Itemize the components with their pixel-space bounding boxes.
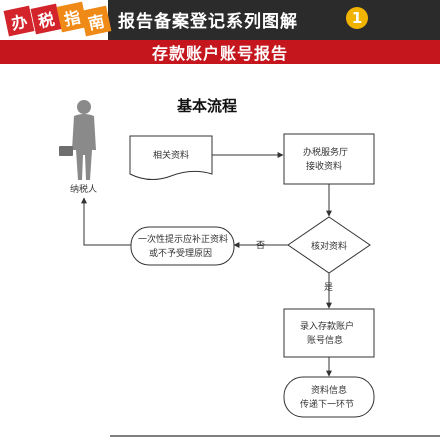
reject-notice-box: [130, 226, 235, 266]
taxpayer-person-icon: [59, 100, 96, 180]
no-label: 否: [256, 240, 265, 251]
series-number-badge: 1: [346, 7, 368, 29]
documents-label: 相关资料: [153, 149, 189, 161]
record-account-box: [283, 308, 375, 358]
flow-heading: 基本流程: [177, 97, 238, 115]
reject-notice-line-2: 或不予受理原因: [149, 247, 212, 259]
taxpayer-label: 纳税人: [70, 183, 97, 195]
transfer-info-line-2: 传递下一环节: [300, 398, 354, 410]
tax-hall-label-1: 办税服务厅: [303, 146, 348, 158]
reject-notice-line-1: 一次性提示应补正资料: [138, 233, 228, 245]
transfer-info-line-1: 资料信息: [311, 384, 347, 396]
record-account-line-2: 账号信息: [307, 334, 343, 346]
tax-hall-label-2: 接收资料: [306, 160, 342, 172]
guide-logo: 办 税 指 南: [0, 0, 112, 40]
subtitle-text: 存款账户账号报告: [151, 44, 288, 63]
arrow-reject-to-taxpayer: [81, 197, 131, 246]
transfer-info-box: [283, 376, 375, 418]
tax-hall-box: [283, 133, 375, 185]
documents-box: [129, 135, 213, 180]
yes-label: 是: [324, 282, 333, 293]
subtitle-banner: [0, 40, 440, 64]
record-account-line-1: 录入存款账户: [300, 320, 354, 332]
check-documents-label: 核对资料: [311, 240, 347, 252]
series-title: 报告备案登记系列图解: [118, 12, 298, 32]
